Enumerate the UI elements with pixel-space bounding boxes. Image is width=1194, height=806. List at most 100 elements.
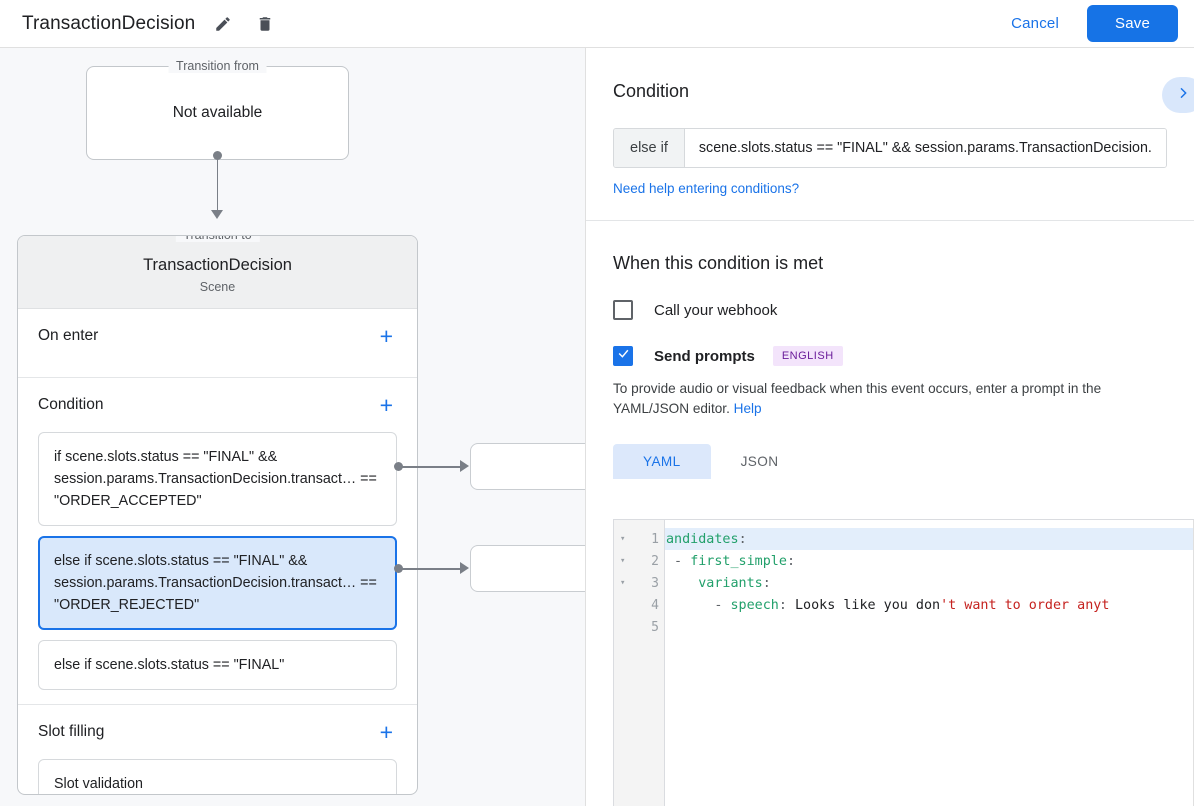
condition-out-line [398,466,462,468]
add-slot-filling-button[interactable]: + [379,718,393,745]
condition-expression-input[interactable] [684,129,1166,167]
code-line[interactable]: andidates: [665,528,1194,550]
top-toolbar: TransactionDecision Cancel Save [0,0,1194,48]
delete-button[interactable] [251,10,279,38]
cancel-button[interactable]: Cancel [993,7,1077,40]
condition-expression-row: else if [613,128,1167,168]
collapse-panel-button[interactable] [1162,77,1194,113]
section-header-condition: Condition + [38,378,397,432]
scene-header: TransactionDecision Scene [18,236,417,309]
panel-title: Condition [613,81,690,101]
transition-from-value: Not available [172,104,263,121]
add-on-enter-button[interactable]: + [379,322,393,349]
target-node-stub[interactable] [470,545,585,592]
condition-help-link[interactable]: Need help entering conditions? [613,181,800,196]
editor-code-area[interactable]: andidates: - first_simple: variants: - s… [665,520,1194,806]
trash-icon [256,15,274,33]
code-token: Looks like you don [795,597,941,613]
fold-triangle-icon[interactable]: ▾ [620,534,626,544]
editor-format-tabs: YAML JSON [613,444,1167,479]
when-condition-met-heading: When this condition is met [613,253,824,273]
edit-name-button[interactable] [209,10,237,38]
code-token: 't want to order anyt [940,597,1110,613]
send-prompts-label: Send prompts [654,347,755,365]
code-token: andidates [666,531,739,547]
gutter-line[interactable]: 5 [614,616,664,638]
scene-type: Scene [199,280,236,294]
add-condition-button[interactable]: + [379,391,393,418]
scene-graph-canvas[interactable]: Transition from Not available Transition… [0,48,585,806]
page-title: TransactionDecision [22,12,196,34]
send-prompts-row: Send prompts ENGLISH [613,346,1167,366]
call-webhook-label: Call your webhook [654,301,778,319]
transition-from-node[interactable]: Transition from Not available [86,59,349,160]
code-token: : [738,531,747,547]
code-token: speech [730,597,779,613]
line-number: 2 [651,553,659,569]
transition-to-legend: Transition to [175,236,260,242]
line-number: 5 [651,619,659,635]
call-webhook-checkbox[interactable] [613,300,633,320]
section-header-on-enter: On enter + [38,309,397,363]
condition-out-line [398,568,462,570]
webhook-row: Call your webhook [613,300,1167,320]
code-token: - [666,553,691,569]
condition-chip-selected[interactable]: else if scene.slots.status == "FINAL" &&… [38,536,397,630]
prompts-hint: To provide audio or visual feedback when… [613,379,1167,419]
code-token: : [786,553,795,569]
condition-details-panel: Condition else if Need help entering con… [585,48,1194,806]
code-token: first_simple [690,553,787,569]
panel-when-met-section: When this condition is met Call your web… [586,221,1194,479]
scene-name: TransactionDecision [143,256,292,274]
panel-condition-section: Condition else if Need help entering con… [586,48,1194,221]
transition-to-node[interactable]: Transition to TransactionDecision Scene … [17,235,418,795]
section-slot-filling: Slot filling + Slot validation [18,705,417,794]
code-token: - [666,597,731,613]
code-line[interactable]: - speech: Looks like you don't want to o… [665,594,1194,616]
section-title-on-enter: On enter [38,327,99,344]
fold-triangle-icon[interactable]: ▾ [620,578,626,588]
gutter-line[interactable]: ▾3 [614,572,664,594]
chevron-right-icon [1175,85,1191,106]
connector-arrow [211,210,223,219]
code-line[interactable]: variants: [665,572,1194,594]
send-prompts-checkbox[interactable] [613,346,633,366]
condition-chip[interactable]: else if scene.slots.status == "FINAL" [38,640,397,690]
tab-json[interactable]: JSON [740,454,779,469]
pencil-icon [214,15,232,33]
code-token: variants [698,575,763,591]
code-line[interactable] [665,616,1194,638]
prompts-help-link[interactable]: Help [733,401,762,416]
connector-line [216,155,219,212]
gutter-line[interactable]: ▾1 [614,528,664,550]
condition-prefix-label: else if [614,129,685,167]
condition-chip[interactable]: if scene.slots.status == "FINAL" && sess… [38,432,397,526]
slot-validation-chip[interactable]: Slot validation [38,759,397,794]
line-number: 3 [651,575,659,591]
line-number: 4 [651,597,659,613]
fold-triangle-icon[interactable]: ▾ [620,556,626,566]
target-node-stub[interactable] [470,443,585,490]
section-header-slot-filling: Slot filling + [38,705,397,759]
condition-out-arrow [460,460,469,472]
condition-out-arrow [460,562,469,574]
section-title-condition: Condition [38,396,104,413]
language-badge: ENGLISH [772,346,843,366]
save-button[interactable]: Save [1087,5,1178,42]
gutter-line[interactable]: ▾2 [614,550,664,572]
section-on-enter: On enter + [18,309,417,378]
checkmark-icon [617,347,630,365]
code-line[interactable]: - first_simple: [665,550,1194,572]
tab-yaml[interactable]: YAML [613,444,711,479]
code-token [666,576,698,591]
line-number: 1 [651,531,659,547]
code-token: : [762,575,771,591]
transition-from-legend: Transition from [168,59,267,73]
section-title-slot-filling: Slot filling [38,723,105,740]
gutter-line[interactable]: 4 [614,594,664,616]
prompts-hint-text: To provide audio or visual feedback when… [613,381,1102,416]
code-token: : [778,597,795,613]
